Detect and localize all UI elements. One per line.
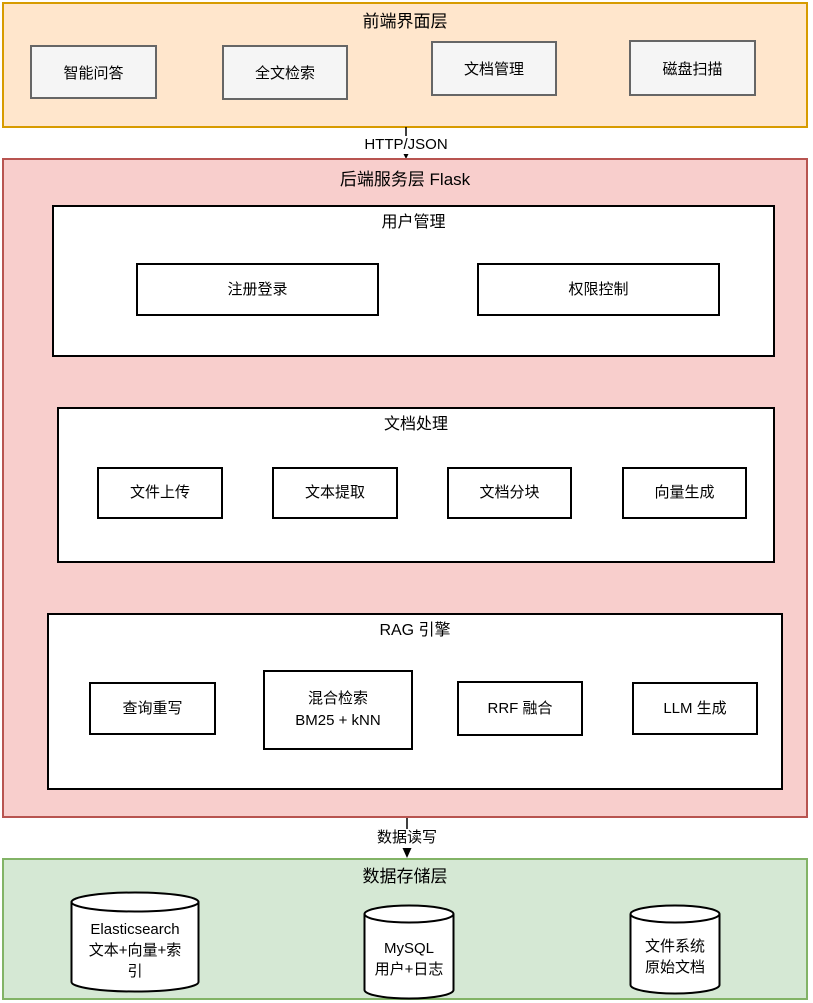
storage-layer-title: 数据存储层	[362, 867, 448, 886]
section-doc-processing: 文档处理 文件上传 文本提取 文档分块 向量生成	[57, 407, 775, 563]
connector-http-label: HTTP/JSON	[361, 136, 451, 154]
node-fulltext-search: 全文检索	[222, 45, 348, 100]
cylinder-line: 引	[127, 962, 143, 980]
node-permission-control: 权限控制	[477, 263, 720, 316]
cylinder-line: MySQL	[383, 940, 434, 957]
node-doc-management: 文档管理	[431, 41, 557, 96]
section-title: RAG 引擎	[379, 622, 451, 639]
cylinder-line: 用户+日志	[374, 961, 444, 978]
arrowhead-down-icon	[402, 848, 412, 858]
cylinder-elasticsearch: Elasticsearch 文本+向量+索 引	[70, 891, 200, 993]
backend-layer-title: 后端服务层 Flask	[339, 170, 471, 189]
node-label: 文本提取	[304, 484, 365, 501]
database-cylinder-icon	[70, 891, 200, 993]
node-register-login: 注册登录	[136, 263, 379, 316]
cylinder-mysql: MySQL 用户+日志	[363, 904, 455, 1000]
node-sublabel: BM25 + kNN	[295, 712, 381, 729]
section-rag-engine: RAG 引擎 查询重写 混合检索 BM25 + kNN RRF 融合 LLM 生…	[47, 613, 783, 790]
frontend-layer-title: 前端界面层	[362, 12, 448, 31]
node-query-rewrite: 查询重写	[89, 682, 216, 735]
section-user-management: 用户管理 注册登录 权限控制	[52, 205, 775, 357]
node-label: LLM 生成	[663, 699, 727, 717]
node-hybrid-retrieval: 混合检索 BM25 + kNN	[263, 670, 413, 750]
node-label: 文档管理	[463, 61, 524, 78]
node-llm-generation: LLM 生成	[632, 682, 758, 735]
node-label: 磁盘扫描	[662, 60, 723, 78]
cylinder-line: 文本+向量+索	[88, 941, 182, 959]
node-label: 文档分块	[479, 484, 540, 501]
node-text-extraction: 文本提取	[272, 467, 398, 519]
node-vector-generation: 向量生成	[622, 467, 747, 519]
node-label: 全文检索	[254, 65, 315, 82]
node-file-upload: 文件上传	[97, 467, 223, 519]
frontend-layer: 前端界面层 智能问答 全文检索 文档管理 磁盘扫描	[2, 2, 808, 128]
arrow-data-rw	[402, 818, 412, 858]
node-label: 混合检索	[307, 690, 368, 707]
section-title: 用户管理	[381, 214, 446, 231]
cylinder-line: Elasticsearch	[90, 920, 180, 938]
node-label: 权限控制	[568, 280, 629, 298]
section-title: 文档处理	[383, 416, 448, 433]
cylinder-line: 原始文档	[644, 958, 705, 976]
node-disk-scan: 磁盘扫描	[629, 40, 756, 96]
backend-layer: 后端服务层 Flask 用户管理 注册登录 权限控制 文档处理 文件上传 文本提…	[2, 158, 808, 818]
database-cylinder-icon	[629, 904, 721, 995]
storage-layer: 数据存储层 Elasticsearch 文本+向量+索 引 MySQL 用户+日…	[2, 858, 808, 1000]
cylinder-line: 文件系统	[644, 937, 705, 955]
node-smart-qa: 智能问答	[30, 45, 157, 99]
node-label: 查询重写	[122, 699, 183, 717]
node-label: 向量生成	[654, 484, 715, 501]
database-cylinder-icon	[363, 904, 455, 1000]
node-label: RRF 融合	[487, 699, 553, 717]
connector-data-label: 数据读写	[373, 829, 441, 847]
node-label: 注册登录	[227, 280, 288, 298]
node-label: 文件上传	[129, 484, 190, 501]
cylinder-file-system: 文件系统 原始文档	[629, 904, 721, 995]
node-rrf-fusion: RRF 融合	[457, 681, 583, 736]
node-label: 智能问答	[63, 64, 124, 82]
node-doc-chunking: 文档分块	[447, 467, 572, 519]
